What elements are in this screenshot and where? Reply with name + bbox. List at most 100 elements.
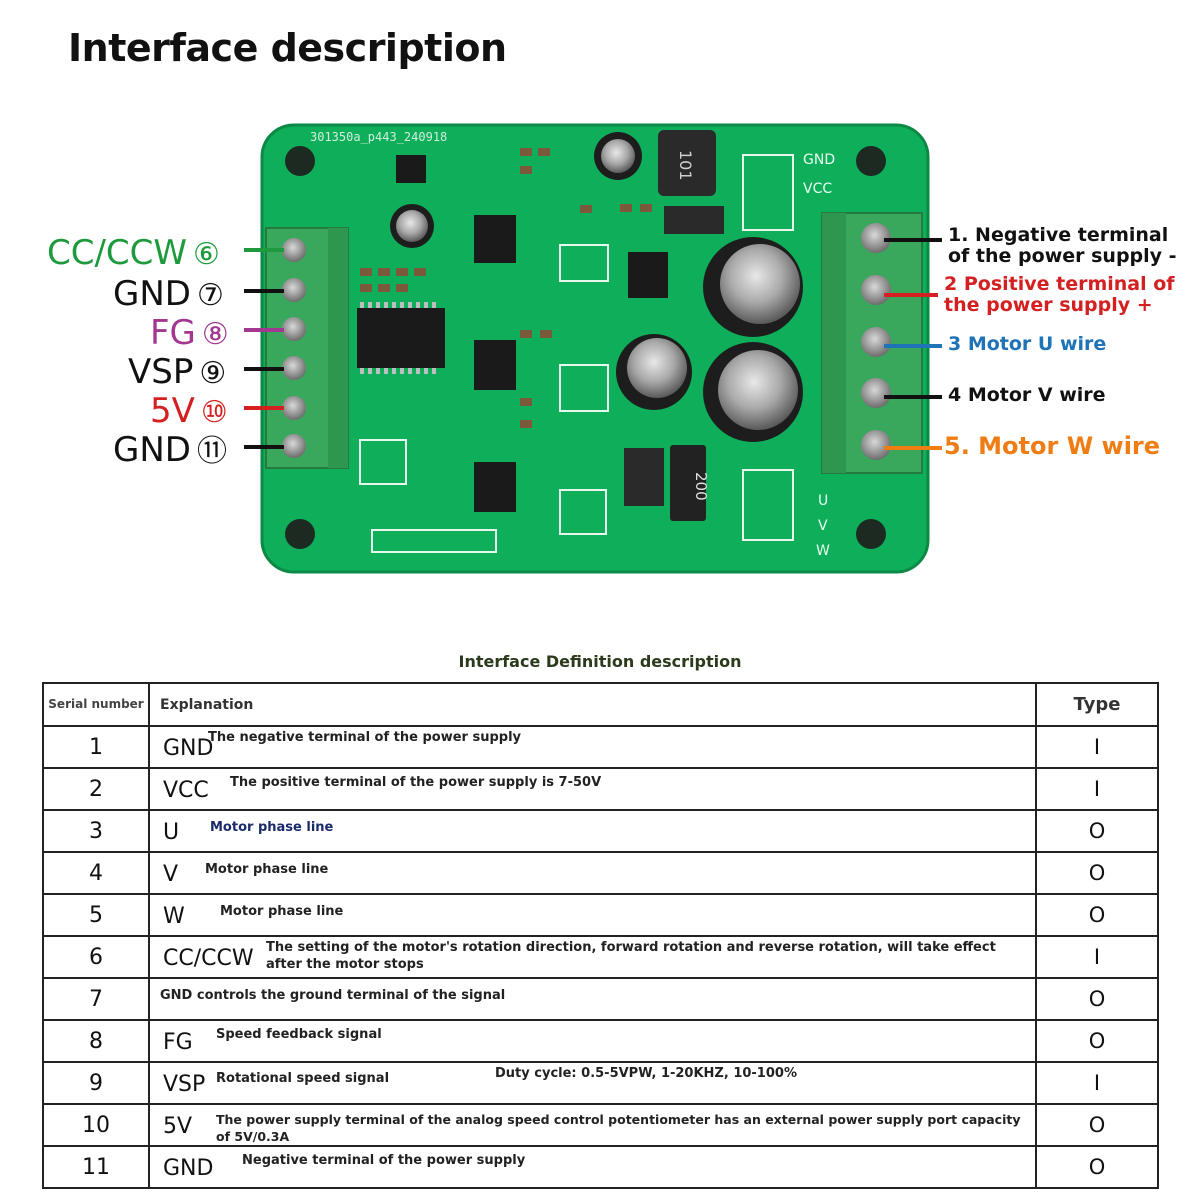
svg-text:U: U [818,493,828,509]
inductor [658,130,716,196]
table-row: 7 GND controls the ground terminal of th… [42,977,1159,1021]
explanation-cell: FG Speed feedback signal [148,1019,1037,1063]
explanation-cell: U Motor phase line [148,809,1037,853]
signal-name: GND [163,1156,214,1181]
lead-line [884,293,938,297]
type-cell: O [1035,893,1159,937]
terminal-label-4: 4 Motor V wire [948,384,1106,406]
table-row: 6 CC/CCW The setting of the motor's rota… [42,935,1159,979]
table-row: 11 GND Negative terminal of the power su… [42,1145,1159,1189]
serial-cell: 10 [42,1103,150,1147]
explanation-cell: 5V The power supply terminal of the anal… [148,1103,1037,1147]
signal-description: Motor phase line [210,820,334,835]
interface-definition-table: Serial number Explanation Type 1 GND The… [42,682,1159,1189]
mount-hole [285,519,315,549]
type-cell: O [1035,851,1159,895]
lead-line [244,289,284,293]
table-header-row: Serial number Explanation Type [42,682,1159,727]
serial-cell: 5 [42,893,150,937]
type-cell: O [1035,1103,1159,1147]
table-row: 3 U Motor phase line O [42,809,1159,853]
serial-cell: 4 [42,851,150,895]
svg-text:W: W [816,543,830,559]
explanation-cell: V Motor phase line [148,851,1037,895]
terminal-label-3: 3 Motor U wire [948,333,1107,355]
lead-line [884,395,942,399]
serial-cell: 9 [42,1061,150,1105]
left-screws [282,238,306,458]
signal-name: CC/CCW [163,946,254,971]
signal-description: Negative terminal of the power supply [242,1153,526,1168]
type-cell: O [1035,809,1159,853]
serial-cell: 6 [42,935,150,979]
explanation-cell: GND Negative terminal of the power suppl… [148,1145,1037,1189]
lead-line [244,248,284,252]
explanation-cell: GND controls the ground terminal of the … [148,977,1037,1021]
table-row: 2 VCC The positive terminal of the power… [42,767,1159,811]
table-caption: Interface Definition description [458,652,742,671]
signal-name: W [163,904,185,929]
shunt-resistor [670,445,706,521]
signal-description: Rotational speed signal [216,1071,390,1086]
table-row: 10 5V The power supply terminal of the a… [42,1103,1159,1147]
board-figure: 301350a_p443_240918 GND VCC U V W [47,123,1177,574]
svg-text:200: 200 [692,472,710,501]
signal-description: Motor phase line [220,904,344,919]
silkscreen-code: 301350a_p443_240918 [310,130,447,144]
lead-line [244,406,284,410]
signal-description: The power supply terminal of the analog … [216,1112,1021,1144]
type-cell: O [1035,1145,1159,1189]
svg-text:GND: GND [803,152,835,168]
svg-text:VCC: VCC [803,181,832,197]
right-screws [861,223,891,460]
page-title: Interface description [68,26,507,70]
header-explanation: Explanation [148,682,1037,727]
lead-line [244,367,284,371]
explanation-cell: CC/CCW The setting of the motor's rotati… [148,935,1037,979]
signal-description: GND controls the ground terminal of the … [160,988,506,1003]
type-cell: I [1035,725,1159,769]
type-cell: I [1035,767,1159,811]
lead-line [884,446,942,450]
lead-line [884,238,942,242]
signal-description: The negative terminal of the power suppl… [208,730,522,745]
header-serial: Serial number [42,682,150,727]
signal-description: Speed feedback signal [216,1027,382,1042]
driver-ic [357,308,445,368]
explanation-cell: VCC The positive terminal of the power s… [148,767,1037,811]
signal-name: FG [163,1030,193,1055]
type-cell: O [1035,1019,1159,1063]
serial-cell: 8 [42,1019,150,1063]
svg-text:101: 101 [676,150,695,181]
signal-description: The positive terminal of the power suppl… [230,775,602,790]
signal-name: U [163,820,180,845]
table-row: 5 W Motor phase line O [42,893,1159,937]
explanation-cell: VSP Rotational speed signal Duty cycle: … [148,1061,1037,1105]
serial-cell: 2 [42,767,150,811]
signal-name: VSP [163,1072,206,1097]
explanation-cell: GND The negative terminal of the power s… [148,725,1037,769]
serial-cell: 7 [42,977,150,1021]
table-row: 1 GND The negative terminal of the power… [42,725,1159,769]
serial-cell: 11 [42,1145,150,1189]
signal-description: The setting of the motor's rotation dire… [266,940,996,972]
duty-cycle-note: Duty cycle: 0.5-5VPW, 1-20KHZ, 10-100% [495,1066,797,1081]
mount-hole [856,146,886,176]
lead-line [244,328,284,332]
mount-hole [856,519,886,549]
header-type: Type [1035,682,1159,727]
svg-text:V: V [818,518,828,534]
signal-description: Motor phase line [205,862,329,877]
signal-name: V [163,862,179,887]
signal-name: VCC [163,778,209,803]
lead-line [244,445,284,449]
signal-name: 5V [163,1114,193,1139]
